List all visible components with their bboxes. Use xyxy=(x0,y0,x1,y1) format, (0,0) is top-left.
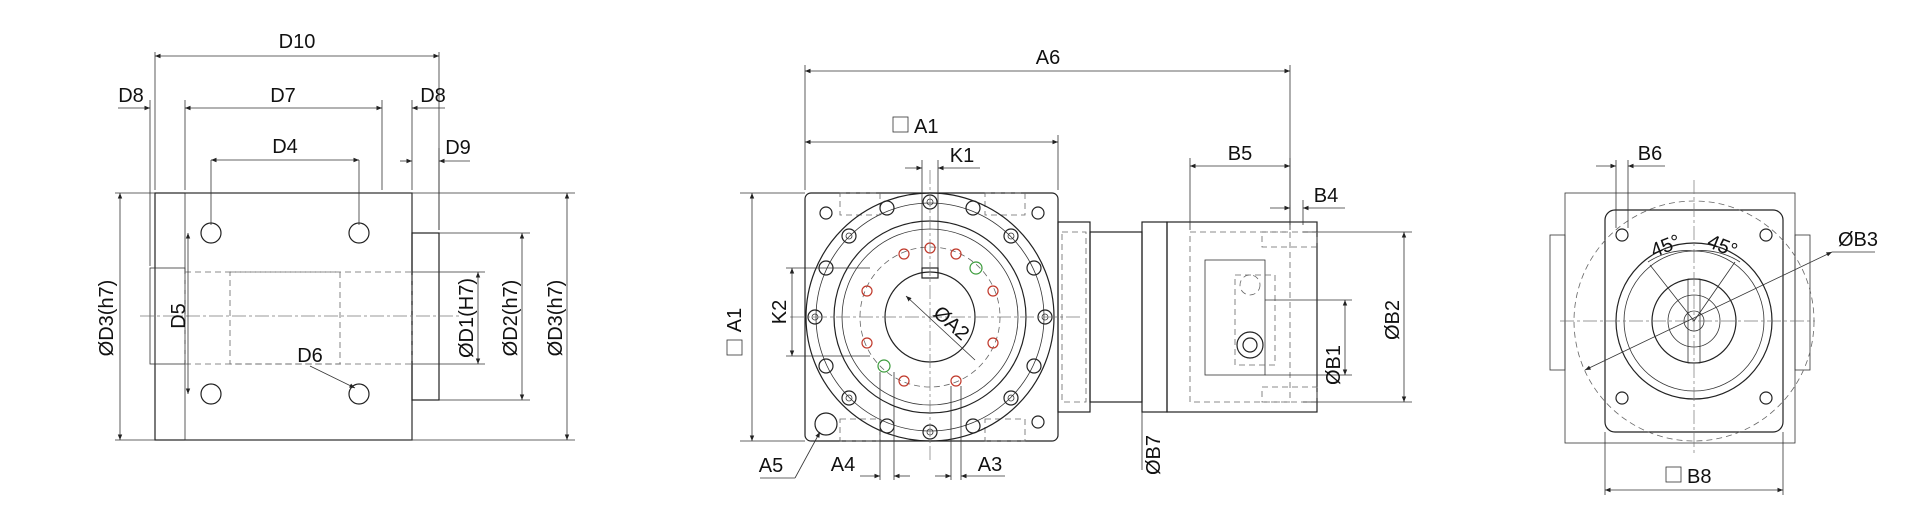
d4-label: D4 xyxy=(272,136,298,158)
d10-label: D10 xyxy=(279,31,316,53)
a5-label: A5 xyxy=(759,455,783,477)
a6-label: A6 xyxy=(1036,47,1060,69)
a1-side-label: A1 xyxy=(724,308,746,332)
d3-right-label: ØD3(h7) xyxy=(545,280,567,357)
angle1-label: 45° xyxy=(1648,231,1684,263)
b4-label: B4 xyxy=(1314,185,1338,207)
b7-label: ØB7 xyxy=(1143,435,1165,475)
b3-label: ØB3 xyxy=(1838,229,1878,251)
a1-top-label: A1 xyxy=(914,116,938,138)
left-view: D10 D8 D7 D8 D4 D9 D5 D6 ØD3(h7) xyxy=(96,31,575,441)
d7-label: D7 xyxy=(270,85,296,107)
b5-label: B5 xyxy=(1228,143,1252,165)
square-symbol-side xyxy=(726,339,743,356)
b2-label: ØB2 xyxy=(1382,300,1404,340)
a2-label: ØA2 xyxy=(929,302,973,345)
angle2-label: 45° xyxy=(1704,231,1740,263)
square-symbol-b8 xyxy=(1665,466,1682,483)
a4-label: A4 xyxy=(831,454,855,476)
right-view: 45° 45° B6 ØB3 B8 xyxy=(1549,143,1878,495)
b6-label: B6 xyxy=(1638,143,1662,165)
d9-label: D9 xyxy=(445,137,471,159)
d5-label: D5 xyxy=(168,303,190,329)
d2-label: ØD2(h7) xyxy=(500,280,522,357)
b8-label: B8 xyxy=(1687,466,1711,488)
d8-left-label: D8 xyxy=(118,85,144,107)
d3-left-label: ØD3(h7) xyxy=(96,280,118,357)
a3-label: A3 xyxy=(978,454,1002,476)
d1-label: ØD1(H7) xyxy=(456,278,478,358)
middle-view: ØA2 A6 A1 K1 A xyxy=(724,47,1412,480)
square-symbol xyxy=(892,116,909,133)
k2-label: K2 xyxy=(769,300,791,324)
k1-label: K1 xyxy=(950,145,974,167)
b1-label: ØB1 xyxy=(1323,345,1345,385)
d6-label: D6 xyxy=(297,345,323,367)
d8-right-label: D8 xyxy=(420,85,446,107)
